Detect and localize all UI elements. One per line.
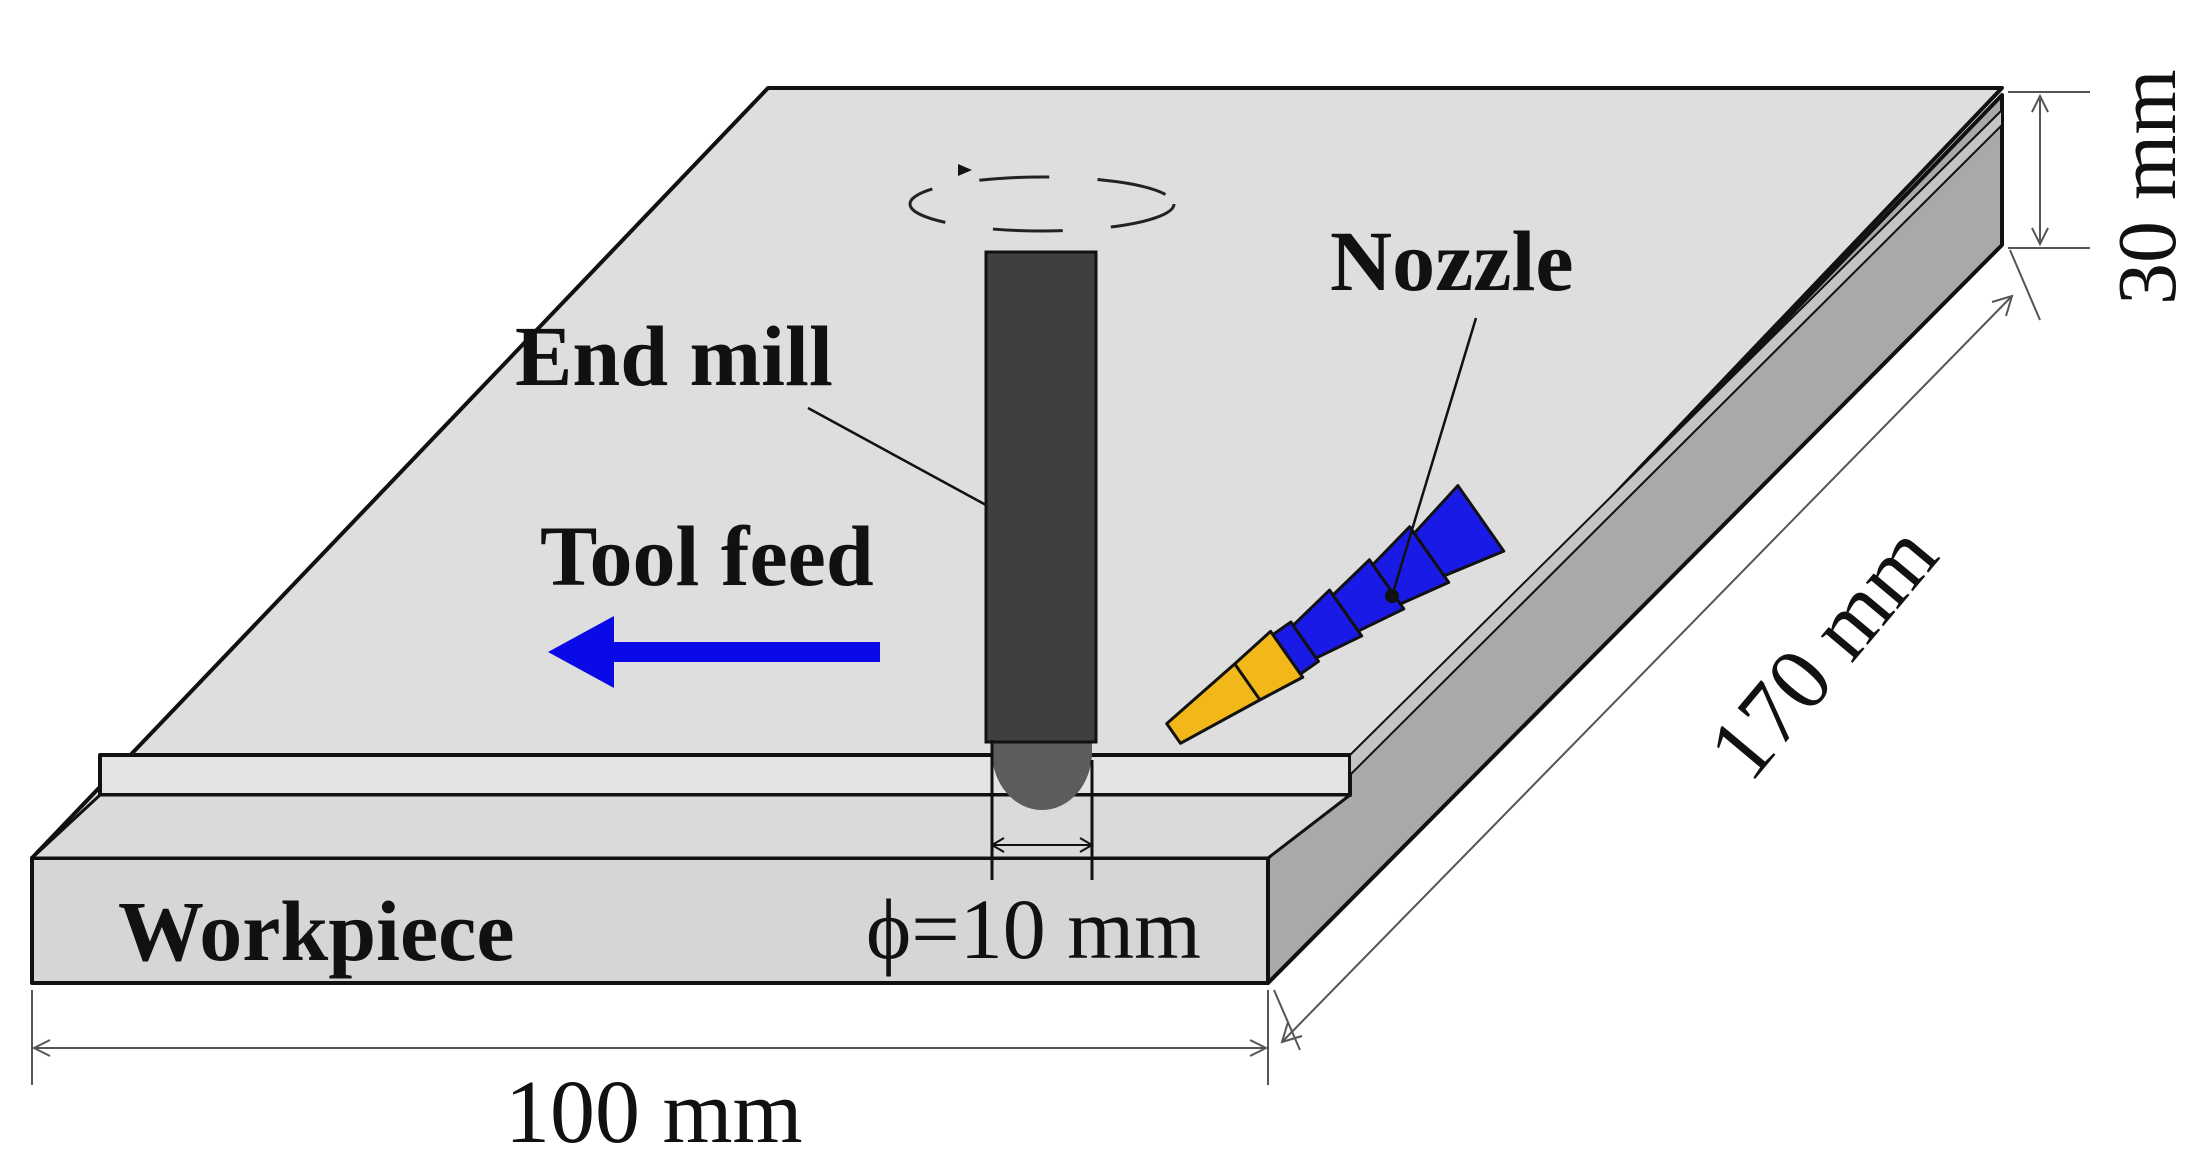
step-right-band <box>1349 109 2003 776</box>
length-label: 170 mm <box>1689 506 1956 798</box>
length-dimension <box>1273 249 2041 1051</box>
height-dimension <box>2008 91 2090 249</box>
step-front-face <box>98 753 1352 797</box>
rotation-ellipse <box>908 175 1176 233</box>
diameter-dimension <box>990 837 1094 853</box>
nozzle-label: Nozzle <box>1330 213 1574 309</box>
width-dimension <box>31 990 1269 1085</box>
machined-step <box>30 109 2003 860</box>
width-label: 100 mm <box>505 1063 803 1162</box>
height-label: 30 mm <box>2101 69 2194 305</box>
end-mill <box>984 250 1098 880</box>
end-mill-shank <box>984 250 1098 744</box>
tool-feed-label: Tool feed <box>540 508 874 604</box>
end-mill-tip <box>992 738 1092 810</box>
step-ledge <box>30 793 1352 860</box>
end-mill-leader-line <box>807 406 987 507</box>
diameter-label: ϕ=10 mm <box>866 881 1201 977</box>
nozzle-segment-3 <box>1331 558 1406 633</box>
nozzle-leader-line <box>1390 317 1478 597</box>
nozzle-yellow-tip <box>1165 629 1305 745</box>
nozzle-segment-5 <box>1412 484 1506 578</box>
nozzle-segment-2 <box>1291 588 1364 660</box>
rotation-indicator <box>908 164 1176 233</box>
tool-feed-arrowhead-icon <box>548 616 614 688</box>
coolant-nozzle <box>1165 484 1506 745</box>
end-mill-label: End mill <box>515 308 833 404</box>
tool-feed-arrow <box>548 616 880 688</box>
rotation-arrowhead-icon <box>958 164 972 176</box>
workpiece-label: Workpiece <box>118 883 515 979</box>
